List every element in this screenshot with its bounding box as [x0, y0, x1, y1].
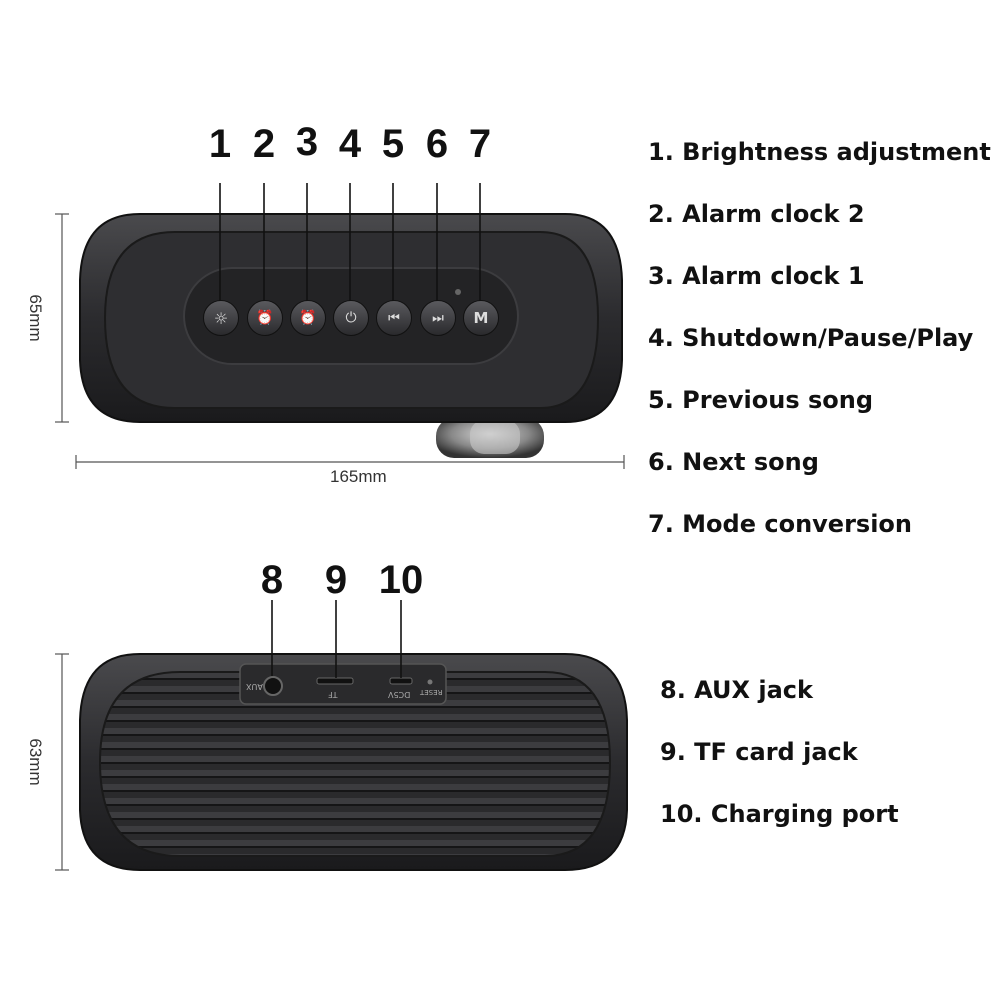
- alarm-clock-icon: ⏰: [299, 310, 317, 326]
- alarm-1-button[interactable]: ⏰: [290, 300, 326, 336]
- brightness-button[interactable]: ☼: [203, 300, 239, 336]
- height-dimension-top: 65mm: [26, 294, 45, 342]
- dimension-lines-bottom: [55, 653, 69, 871]
- alarm-2-button[interactable]: ⏰: [247, 300, 283, 336]
- legend-item-9: 9. TF card jack: [660, 738, 858, 766]
- next-button[interactable]: ⏭: [420, 300, 456, 336]
- callout-4: 4: [338, 122, 362, 166]
- next-icon: ⏭: [432, 310, 444, 326]
- callout-3: 3: [295, 120, 319, 164]
- legend-item-8: 8. AUX jack: [660, 676, 813, 704]
- height-dimension-bottom: 63mm: [26, 738, 45, 786]
- callout-2: 2: [252, 122, 276, 166]
- callout-1: 1: [208, 122, 232, 166]
- legend-item-5: 5. Previous song: [648, 386, 873, 414]
- previous-button[interactable]: ⏮: [376, 300, 412, 336]
- power-icon: ⏻: [345, 310, 357, 326]
- mode-icon: M: [473, 309, 489, 327]
- legend-item-7: 7. Mode conversion: [648, 510, 912, 538]
- legend-item-4: 4. Shutdown/Pause/Play: [648, 324, 974, 352]
- previous-icon: ⏮: [388, 310, 400, 326]
- legend-item-3: 3. Alarm clock 1: [648, 262, 865, 290]
- callout-lines-bottom: [271, 600, 402, 678]
- callout-6: 6: [425, 122, 449, 166]
- tf-port-label: TF: [328, 690, 338, 699]
- volume-knob: [436, 418, 544, 458]
- reset-label: RESET: [420, 688, 443, 696]
- width-dimension: 165mm: [330, 467, 387, 486]
- aux-port-label: AUX: [246, 682, 263, 691]
- power-play-button[interactable]: ⏻: [333, 300, 369, 336]
- legend-item-6: 6. Next song: [648, 448, 819, 476]
- legend-item-1: 1. Brightness adjustment: [648, 138, 991, 166]
- callout-8: 8: [260, 558, 284, 602]
- legend-item-10: 10. Charging port: [660, 800, 899, 828]
- legend-item-2: 2. Alarm clock 2: [648, 200, 865, 228]
- callout-10: 10: [378, 558, 424, 602]
- callout-9: 9: [324, 558, 348, 602]
- callout-7: 7: [468, 122, 492, 166]
- speaker-bottom-view: [79, 653, 628, 871]
- dimension-lines-top: [55, 213, 625, 469]
- callout-lines-top: [219, 183, 481, 306]
- alarm-clock-icon: ⏰: [256, 310, 274, 326]
- mode-button[interactable]: M: [463, 300, 499, 336]
- callout-5: 5: [381, 122, 405, 166]
- dc-port-label: DC5V: [388, 690, 411, 699]
- sun-icon: ☼: [213, 308, 229, 328]
